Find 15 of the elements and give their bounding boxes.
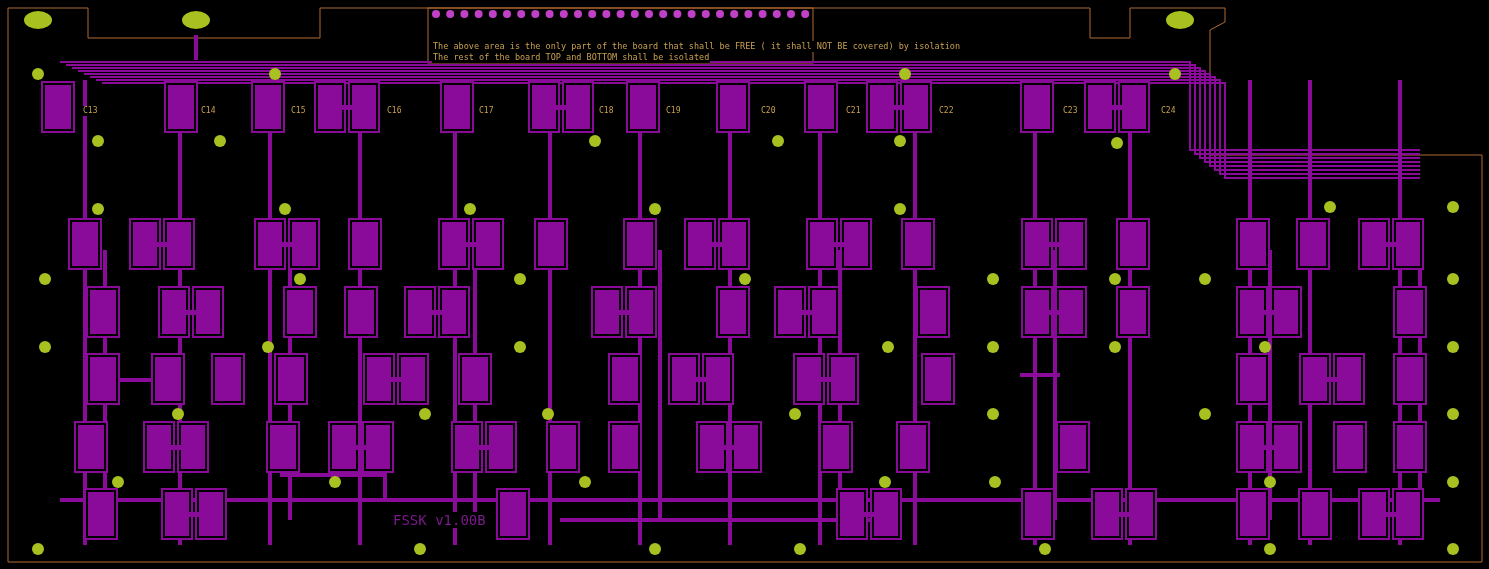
component-label: C20 (760, 106, 777, 116)
component-label: C19 (665, 106, 682, 116)
component-label: C21 (845, 106, 862, 116)
component-label: C22 (938, 106, 955, 116)
component-label: C14 (200, 106, 217, 116)
component-label: C16 (386, 106, 403, 116)
board-version-label: FSSK v1.00B (392, 512, 487, 528)
note-text: The above area is the only part of the board that shall be FREE ( it shall NOT BE covered) by isolation (432, 41, 962, 52)
component-label: C15 (290, 106, 307, 116)
component-label: C23 (1062, 106, 1079, 116)
note-text: The rest of the board TOP and BOTTOM shall be isolated (432, 52, 711, 63)
component-label: C18 (598, 106, 615, 116)
component-label: C24 (1160, 106, 1177, 116)
component-label: C17 (478, 106, 495, 116)
component-label: C13 (82, 106, 99, 116)
